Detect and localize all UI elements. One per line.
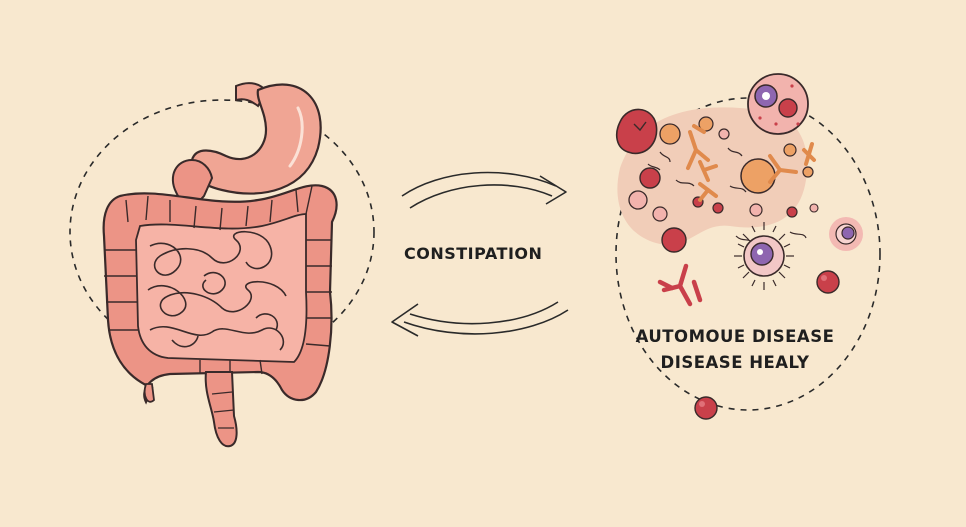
- disease-caption: AUTOMOUE DISEASE DISEASE HEALY: [612, 324, 858, 376]
- activated-lymphocyte: [734, 222, 794, 290]
- disease-caption-line-2: DISEASE HEALY: [660, 353, 810, 372]
- appendix: [143, 383, 155, 403]
- large-intestine-inner: [135, 213, 308, 363]
- red-cell-large: [615, 108, 658, 155]
- stomach-highlight: [288, 106, 304, 168]
- haustra-lines: [104, 185, 332, 375]
- digestive-system-icon: [69, 82, 375, 448]
- arrow-right-icon: [401, 171, 567, 209]
- orange-cell: [740, 158, 776, 194]
- immune-cells-icon: [615, 73, 881, 420]
- arrow-left-icon: [391, 301, 569, 337]
- rectum: [204, 371, 238, 448]
- antibody-red: [657, 263, 703, 307]
- disease-caption-line-1: AUTOMOUE DISEASE: [635, 327, 835, 346]
- small-intestine: [147, 231, 287, 351]
- right-dashed-circle: [615, 97, 881, 411]
- left-dashed-circle: [69, 99, 375, 365]
- antibodies-orange: [686, 124, 816, 202]
- constipation-label: CONSTIPATION: [404, 244, 543, 263]
